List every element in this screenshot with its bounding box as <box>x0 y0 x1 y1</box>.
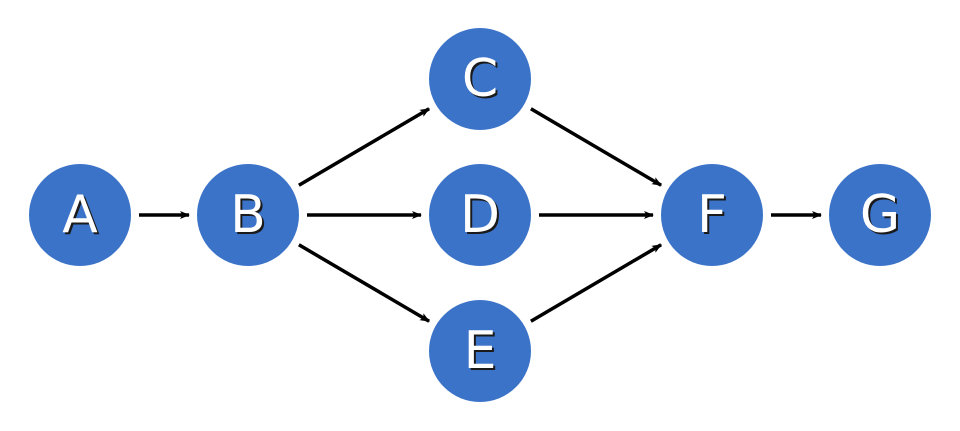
node-label-shadow: D <box>462 187 502 247</box>
edge-b-to-c <box>298 107 430 187</box>
node-label: A <box>62 185 98 245</box>
node-g: GG <box>829 164 931 266</box>
node-d: DD <box>429 164 531 266</box>
node-label: B <box>230 185 266 245</box>
node-b: BB <box>197 164 299 266</box>
node-label-shadow: B <box>232 187 268 247</box>
node-circle <box>429 28 531 130</box>
node-circle <box>197 164 299 266</box>
node-circle <box>661 164 763 266</box>
node-label: F <box>697 185 727 245</box>
node-circle <box>429 164 531 266</box>
node-circle <box>429 300 531 402</box>
node-label: C <box>462 49 498 109</box>
nodes-layer: AA BB CC DD EE FF GG <box>29 28 931 402</box>
node-label: G <box>860 185 900 245</box>
node-circle <box>829 164 931 266</box>
node-c: CC <box>429 28 531 130</box>
edge-b-to-e <box>298 243 430 323</box>
node-a: AA <box>29 164 131 266</box>
node-label-shadow: A <box>64 187 100 247</box>
node-label: D <box>460 185 500 245</box>
node-label-shadow: C <box>464 51 500 111</box>
edge-e-to-f <box>530 243 662 323</box>
node-f: FF <box>661 164 763 266</box>
node-label-shadow: F <box>699 187 729 247</box>
node-label-shadow: E <box>466 323 499 383</box>
node-label-shadow: G <box>862 187 902 247</box>
node-circle <box>29 164 131 266</box>
edges-layer <box>139 107 822 323</box>
node-e: EE <box>429 300 531 402</box>
node-label: E <box>464 321 497 381</box>
edge-c-to-f <box>530 107 662 187</box>
